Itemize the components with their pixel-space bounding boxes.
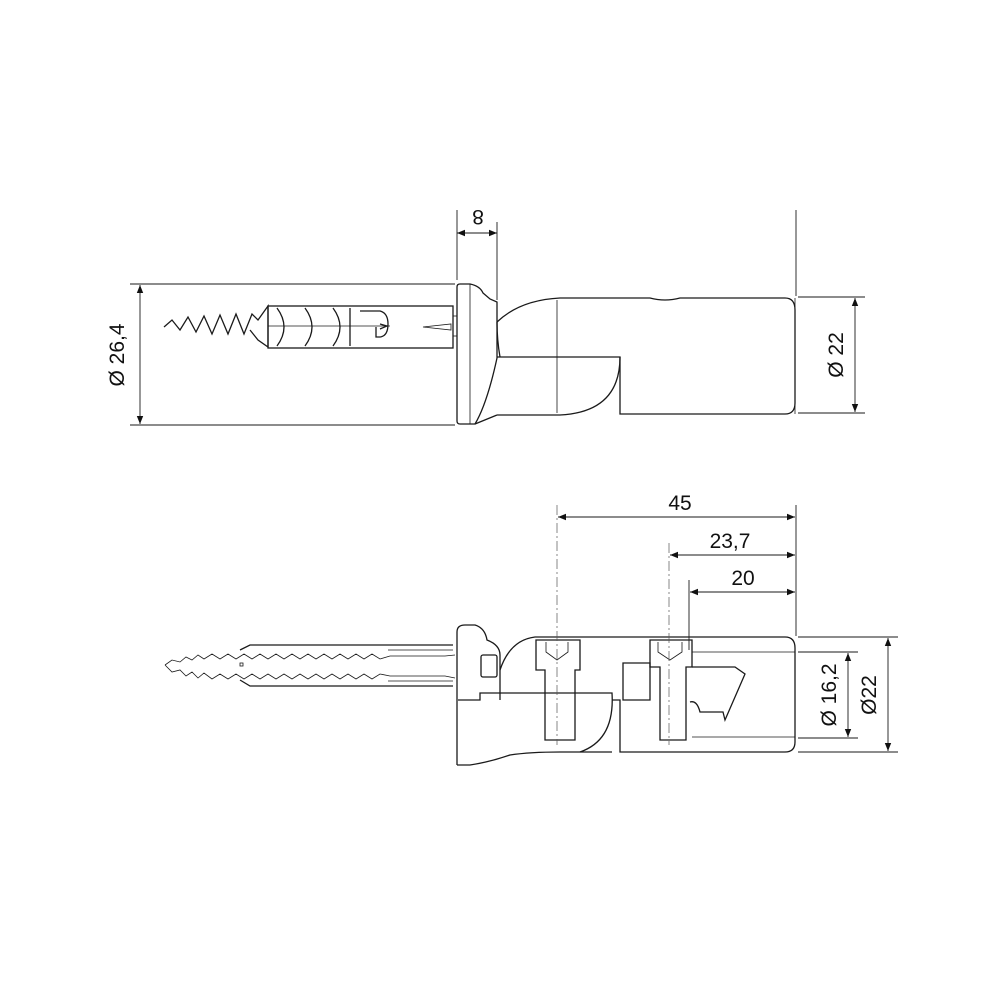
dim-overall-length: 45 (668, 492, 691, 515)
set-screw-1 (535, 639, 581, 741)
flange-section (456, 624, 501, 765)
dim-inner-diameter: Ø 16,2 (818, 663, 841, 726)
section-view: 45 23,7 20 Ø 16,2 Ø22 (164, 492, 898, 766)
dim-body-diameter: Ø 22 (825, 332, 848, 378)
set-screw-2 (649, 639, 693, 741)
flange (456, 283, 498, 425)
dowel-screw (163, 303, 457, 349)
side-view: 8 Ø 26,4 Ø 22 (106, 205, 865, 426)
holder-body-section (499, 636, 796, 753)
wood-screw (164, 644, 498, 687)
holder-body (496, 297, 796, 415)
dim-screw-distance-2: 20 (731, 567, 754, 590)
dim-screw-distance-1: 23,7 (710, 530, 751, 553)
dim-outer-diameter: Ø22 (858, 675, 881, 715)
dim-flange-diameter: Ø 26,4 (106, 323, 129, 386)
dim-flange-thickness: 8 (472, 205, 484, 228)
